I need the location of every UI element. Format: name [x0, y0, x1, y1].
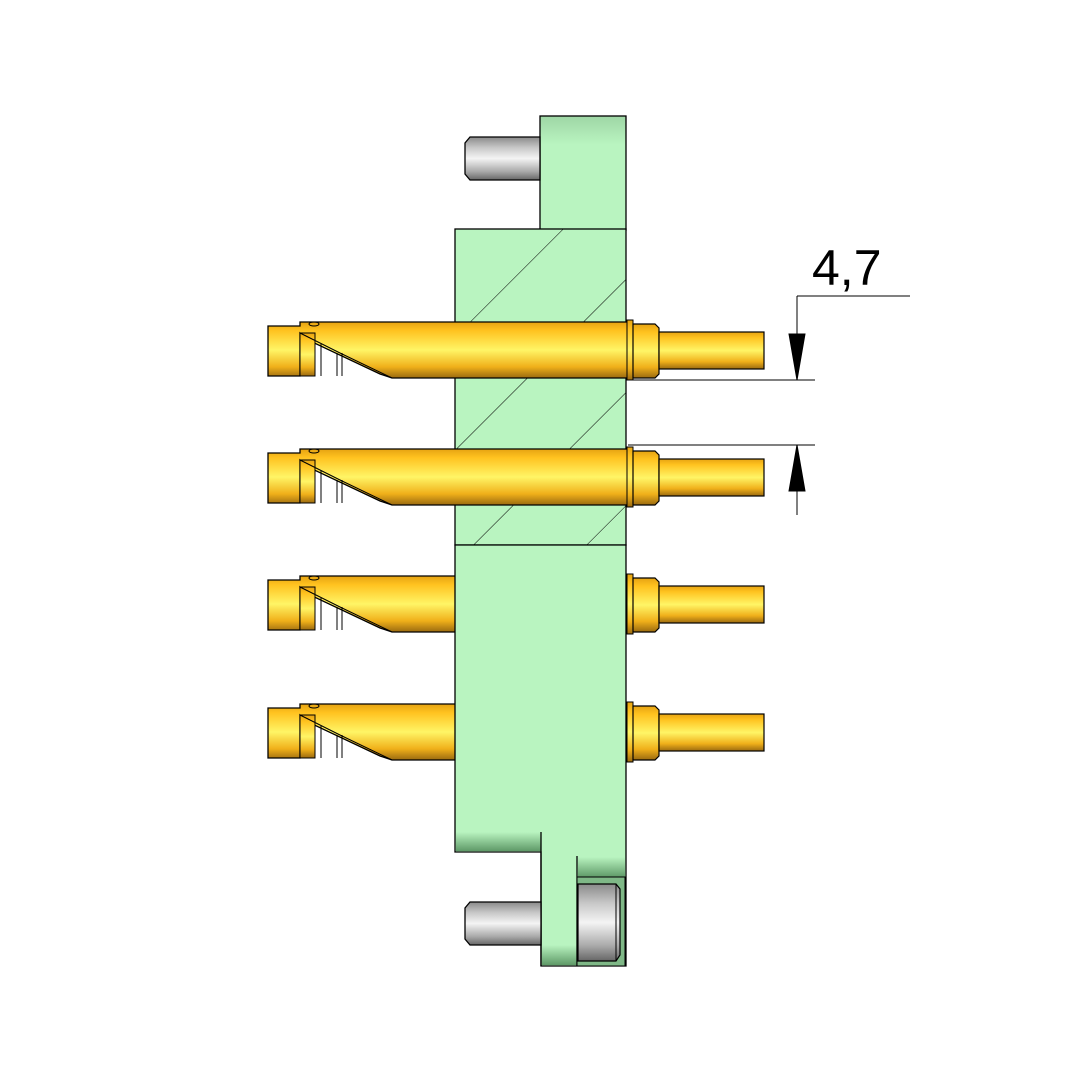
pitch-dimension	[628, 295, 910, 515]
housing-top-tab	[539, 115, 627, 231]
contact-pin-2	[267, 446, 765, 508]
contact-pin-1	[267, 319, 765, 381]
guide-pin-top	[464, 136, 541, 181]
dimension-value: 4,7	[812, 240, 882, 296]
screw-head	[577, 883, 621, 962]
guide-pin-bottom	[464, 901, 542, 946]
arrow-up-icon	[788, 444, 806, 492]
arrow-down-icon	[788, 333, 806, 381]
